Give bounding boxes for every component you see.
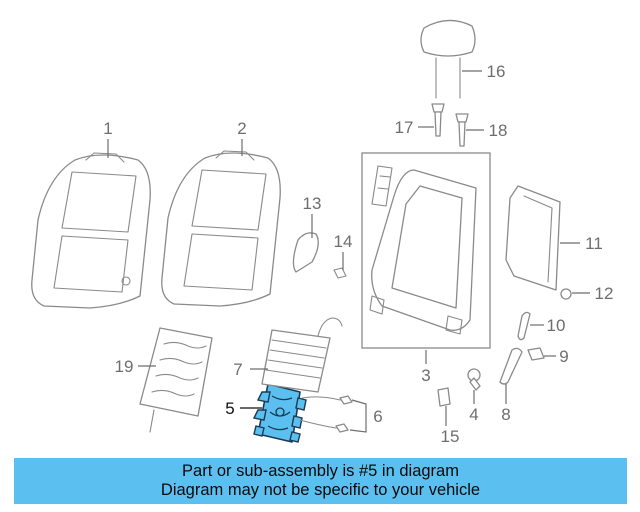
callout-5: 5 xyxy=(225,399,234,418)
callout-12: 12 xyxy=(595,284,614,303)
part-2-seatback-cover[interactable] xyxy=(161,150,281,307)
part-14-clip[interactable] xyxy=(333,267,347,279)
callout-10: 10 xyxy=(547,316,566,335)
part-10-handle[interactable] xyxy=(517,311,531,341)
callout-14: 14 xyxy=(334,232,353,251)
part-13-bracket[interactable] xyxy=(292,232,319,273)
callout-9: 9 xyxy=(559,347,568,366)
part-9-clip[interactable] xyxy=(527,347,545,361)
callout-17: 17 xyxy=(395,118,414,137)
part-19-seat-pad[interactable] xyxy=(139,327,213,433)
info-banner: Part or sub-assembly is #5 in diagram Di… xyxy=(14,458,627,504)
callout-11: 11 xyxy=(585,234,603,253)
callout-1: 1 xyxy=(103,119,112,138)
part-12-nut[interactable] xyxy=(560,288,572,300)
part-18-guide[interactable] xyxy=(455,113,469,147)
callout-15: 15 xyxy=(441,427,460,446)
part-7-lumbar-mat[interactable] xyxy=(261,317,343,393)
part-4-bolt[interactable] xyxy=(467,368,481,391)
banner-line-1: Part or sub-assembly is #5 in diagram xyxy=(182,462,459,480)
part-16-headrest[interactable] xyxy=(420,19,476,99)
callout-8: 8 xyxy=(501,405,510,424)
part-1-seatback-cover[interactable] xyxy=(31,152,151,309)
callout-6: 6 xyxy=(373,407,382,426)
part-6-cables[interactable] xyxy=(299,395,353,433)
callout-19: 19 xyxy=(115,357,134,376)
part-17-guide[interactable] xyxy=(431,103,445,137)
callout-2: 2 xyxy=(237,119,246,138)
callout-13: 13 xyxy=(303,194,322,213)
banner-line-2: Diagram may not be specific to your vehi… xyxy=(160,481,481,499)
part-15-bracket[interactable] xyxy=(437,387,451,407)
callout-4: 4 xyxy=(469,405,478,424)
callout-16: 16 xyxy=(487,62,506,81)
part-8-lever[interactable] xyxy=(499,347,523,385)
callout-7: 7 xyxy=(233,360,242,379)
part-11-side-panel[interactable] xyxy=(505,185,561,291)
callout-3: 3 xyxy=(421,366,430,385)
callout-18: 18 xyxy=(489,121,508,140)
part-3-seatback-frame[interactable] xyxy=(361,152,491,349)
part-5-lumbar-support[interactable] xyxy=(252,383,307,443)
